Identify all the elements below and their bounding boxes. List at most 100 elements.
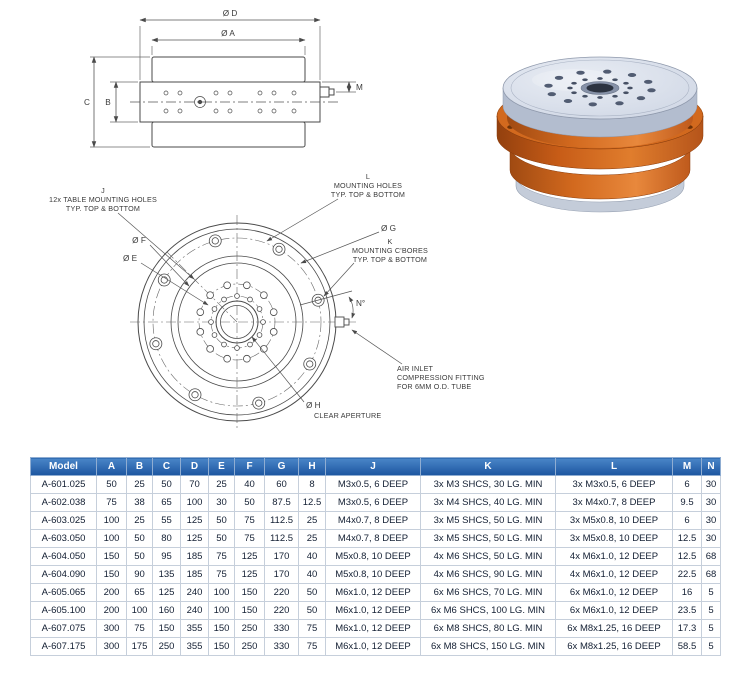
value-cell: M6x1.0, 12 DEEP <box>325 637 421 656</box>
value-cell: 50 <box>126 529 153 548</box>
value-cell: 3x M5 SHCS, 50 LG. MIN <box>420 511 556 530</box>
value-cell: 4x M6 SHCS, 90 LG. MIN <box>420 565 556 584</box>
value-cell: 5 <box>701 637 721 656</box>
top-view-drawing: J 12x TABLE MOUNTING HOLES TYP. TOP & BO… <box>49 172 485 429</box>
part-outline <box>139 56 335 148</box>
centerlines <box>130 215 356 429</box>
value-cell: 50 <box>298 583 326 602</box>
callout-l-line: MOUNTING HOLES <box>334 181 402 190</box>
value-cell: 6x M8x1.25, 16 DEEP <box>555 637 673 656</box>
value-cell: 6 <box>672 475 702 494</box>
value-cell: M6x1.0, 12 DEEP <box>325 583 421 602</box>
value-cell: 70 <box>180 475 209 494</box>
column-header-h: H <box>298 457 326 476</box>
value-cell: 240 <box>180 583 209 602</box>
air-fitting-side <box>319 86 330 98</box>
value-cell: 220 <box>264 583 299 602</box>
value-cell: 112.5 <box>264 511 299 530</box>
value-cell: M3x0.5, 6 DEEP <box>325 493 421 512</box>
value-cell: 100 <box>96 511 127 530</box>
dimension-lines <box>91 17 352 148</box>
top-holes-inner <box>567 77 633 99</box>
table-holes-inner-ring <box>208 293 266 351</box>
side-view-labels: Ø D Ø A C B M <box>84 9 363 107</box>
value-cell: 3x M4x0.7, 8 DEEP <box>555 493 673 512</box>
callout-air-line: COMPRESSION FITTING <box>397 373 485 382</box>
column-header-m: M <box>672 457 702 476</box>
value-cell: 25 <box>208 475 235 494</box>
value-cell: M5x0.8, 10 DEEP <box>325 565 421 584</box>
value-cell: 100 <box>208 601 235 620</box>
orange-neck <box>507 104 693 148</box>
clear-aperture-label: CLEAR APERTURE <box>314 411 381 420</box>
value-cell: 30 <box>701 511 721 530</box>
dim-label-e: Ø E <box>123 254 138 263</box>
value-cell: 150 <box>234 601 265 620</box>
top-view-labels: J 12x TABLE MOUNTING HOLES TYP. TOP & BO… <box>49 172 485 420</box>
value-cell: 250 <box>152 637 181 656</box>
table-holes-outer-ring <box>196 281 278 363</box>
value-cell: 38 <box>126 493 153 512</box>
value-cell: M5x0.8, 10 DEEP <box>325 547 421 566</box>
value-cell: 175 <box>126 637 153 656</box>
value-cell: 160 <box>152 601 181 620</box>
bottom-plate <box>515 175 685 213</box>
value-cell: 75 <box>208 565 235 584</box>
model-cell: A-601.025 <box>30 475 97 494</box>
value-cell: 12.5 <box>298 493 326 512</box>
value-cell: 12.5 <box>672 547 702 566</box>
value-cell: 50 <box>152 475 181 494</box>
column-header-c: C <box>152 457 181 476</box>
value-cell: 3x M3x0.5, 6 DEEP <box>555 475 673 494</box>
value-cell: 300 <box>96 619 127 638</box>
column-header-g: G <box>264 457 299 476</box>
value-cell: 6x M6x1.0, 12 DEEP <box>555 601 673 620</box>
value-cell: 4x M6 SHCS, 50 LG. MIN <box>420 547 556 566</box>
column-header-a: A <box>96 457 127 476</box>
model-cell: A-604.090 <box>30 565 97 584</box>
column-header-n: N <box>701 457 721 476</box>
product-render-3d <box>496 56 704 213</box>
leader-lines <box>117 198 403 403</box>
value-cell: 25 <box>126 511 153 530</box>
model-cell: A-602.038 <box>30 493 97 512</box>
value-cell: 25 <box>298 529 326 548</box>
callout-air-line: AIR INLET <box>397 364 434 373</box>
model-cell: A-603.025 <box>30 511 97 530</box>
value-cell: 125 <box>152 583 181 602</box>
value-cell: 30 <box>208 493 235 512</box>
value-cell: 200 <box>96 601 127 620</box>
value-cell: 135 <box>152 565 181 584</box>
value-cell: 150 <box>152 619 181 638</box>
value-cell: 150 <box>208 637 235 656</box>
dim-label-n: N° <box>356 299 365 308</box>
callout-l-letter: L <box>366 172 370 181</box>
value-cell: 40 <box>298 565 326 584</box>
value-cell: 3x M5 SHCS, 50 LG. MIN <box>420 529 556 548</box>
value-cell: 68 <box>701 565 721 584</box>
value-cell: 75 <box>234 529 265 548</box>
callout-j-line: 12x TABLE MOUNTING HOLES <box>49 195 157 204</box>
value-cell: 68 <box>701 547 721 566</box>
dim-label-g: Ø G <box>381 224 396 233</box>
value-cell: 75 <box>298 619 326 638</box>
dim-label-b: B <box>105 98 111 107</box>
value-cell: 3x M3 SHCS, 30 LG. MIN <box>420 475 556 494</box>
dim-label-a: Ø A <box>221 29 235 38</box>
value-cell: 355 <box>180 637 209 656</box>
value-cell: 50 <box>126 547 153 566</box>
value-cell: 30 <box>701 493 721 512</box>
value-cell: 90 <box>126 565 153 584</box>
value-cell: 50 <box>96 475 127 494</box>
value-cell: 5 <box>701 601 721 620</box>
